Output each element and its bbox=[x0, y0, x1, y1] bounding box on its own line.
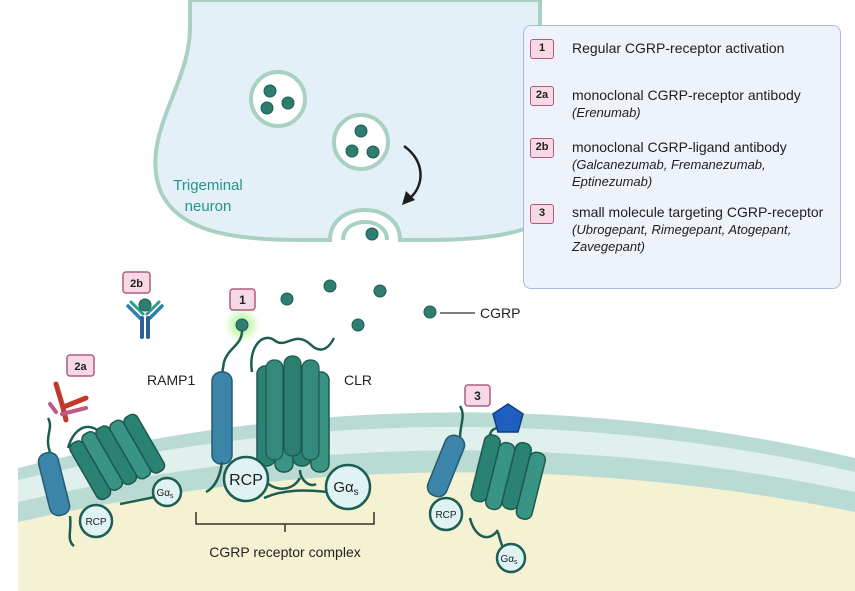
small-molecule-pentagon bbox=[492, 403, 524, 433]
neuron-label: neuron bbox=[185, 198, 232, 215]
complex-label: CGRP receptor complex bbox=[209, 544, 360, 560]
legend-box: 1 Regular CGRP-receptor activation 2a mo… bbox=[523, 25, 841, 289]
g-alpha-s-protein bbox=[324, 463, 372, 511]
cgrp-molecule bbox=[260, 101, 274, 115]
cgrp-molecule bbox=[323, 279, 337, 293]
legend-item-text: small molecule targeting CGRP-receptor (… bbox=[572, 204, 834, 255]
marker-3: 3 bbox=[464, 384, 491, 407]
legend-subtitle: (Ubrogepant, Rimegepant, Atogepant, Zave… bbox=[572, 222, 792, 254]
legend-item-text: Regular CGRP-receptor activation bbox=[572, 40, 834, 57]
cgrp-molecule bbox=[365, 227, 379, 241]
cgrp-molecule bbox=[423, 305, 437, 319]
legend-item-text: monoclonal CGRP-receptor antibody (Erenu… bbox=[572, 87, 834, 121]
rcp-label: RCP bbox=[229, 472, 263, 489]
neuron-label: Trigeminal bbox=[173, 177, 242, 194]
cgrp-molecules bbox=[260, 84, 437, 332]
legend-title: small molecule targeting CGRP-receptor bbox=[572, 204, 824, 220]
marker-2b: 2b bbox=[122, 271, 151, 294]
svg-text:2a: 2a bbox=[74, 361, 87, 373]
marker-1: 1 bbox=[229, 288, 256, 311]
cytoplasm bbox=[18, 472, 855, 591]
legend-title: monoclonal CGRP-receptor antibody bbox=[572, 87, 801, 103]
legend-badge: 2b bbox=[530, 138, 554, 158]
trigeminal-neuron bbox=[153, 0, 577, 242]
receptor-2a: RCP Gαs bbox=[37, 381, 183, 547]
release-arrow bbox=[403, 144, 422, 199]
receptor-complex: RCP Gαs bbox=[205, 307, 372, 511]
ramp1-helix bbox=[211, 371, 233, 465]
cgrp-molecule bbox=[351, 318, 365, 332]
legend-subtitle: (Galcanezumab, Fremanezumab, Eptinezumab… bbox=[572, 157, 766, 189]
cgrp-molecule bbox=[280, 292, 294, 306]
svg-text:2b: 2b bbox=[130, 278, 143, 290]
legend-title: Regular CGRP-receptor activation bbox=[572, 40, 785, 56]
bound-cgrp bbox=[235, 318, 249, 332]
svg-text:1: 1 bbox=[239, 293, 246, 307]
receptor-3: RCP Gαs bbox=[426, 403, 547, 574]
rcp-label-small-3: RCP bbox=[435, 510, 456, 521]
legend-badge: 3 bbox=[530, 204, 554, 224]
ramp1-label: RAMP1 bbox=[147, 372, 195, 388]
cgrp-ligand-antibody bbox=[126, 298, 164, 339]
legend-badge: 2a bbox=[530, 86, 554, 106]
cgrp-molecule bbox=[345, 144, 359, 158]
clr-helices bbox=[256, 355, 330, 473]
galpha-label-small: Gαs bbox=[156, 488, 174, 500]
svg-text:3: 3 bbox=[474, 389, 481, 403]
cgrp-molecule bbox=[281, 96, 295, 110]
clr-label: CLR bbox=[344, 372, 372, 388]
cgrp-molecule bbox=[366, 145, 380, 159]
release-arrowhead bbox=[402, 191, 415, 205]
cgrp-molecule bbox=[373, 284, 387, 298]
cgrp-molecule bbox=[354, 124, 368, 138]
marker-2a: 2a bbox=[66, 354, 95, 377]
legend-badge: 1 bbox=[530, 39, 554, 59]
rcp-protein bbox=[222, 455, 270, 503]
synaptic-vesicle bbox=[249, 70, 307, 128]
synaptic-vesicle bbox=[332, 113, 390, 171]
galpha-label: Gαs bbox=[333, 479, 358, 498]
complex-bracket bbox=[195, 512, 375, 532]
galpha-label-small-3: Gαs bbox=[500, 554, 518, 566]
legend-title: monoclonal CGRP-ligand antibody bbox=[572, 139, 787, 155]
cgrp-molecule bbox=[263, 84, 277, 98]
legend-subtitle: (Erenumab) bbox=[572, 105, 641, 120]
receptor-antibody bbox=[48, 381, 89, 423]
cgrp-label: CGRP bbox=[480, 305, 520, 321]
rcp-label-small: RCP bbox=[85, 517, 106, 528]
legend-item-text: monoclonal CGRP-ligand antibody (Galcane… bbox=[572, 139, 834, 190]
